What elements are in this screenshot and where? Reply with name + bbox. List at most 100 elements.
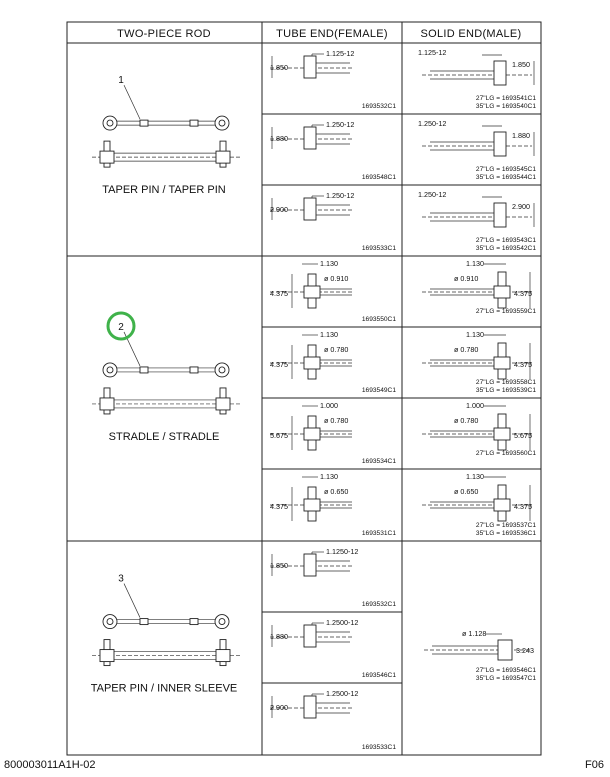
dimension-value: 1.880 [270,134,288,143]
rod-end-left [99,150,115,164]
tube-end-cell: 1.125-12 1.850 1693532C1 [270,49,396,110]
callout-leader [123,583,141,618]
tube-end-cells: 1.125-12 1.850 1693532C1 1.250-12 1.880 16935… [270,49,396,751]
rod-end-right [215,649,231,663]
part-number: 1693533C1 [362,245,396,252]
part-number-35: 35"LG = 1693544C1 [476,174,536,181]
group-caption: TAPER PIN / TAPER PIN [102,184,226,196]
dimension-value: 3.243 [516,646,534,655]
table-grid [66,21,542,756]
group-caption: STRADLE / STRADLE [109,431,220,443]
drawing-number: 800003011A1H-02 [4,759,96,771]
thread-size: 1.1250-12 [326,547,358,556]
part-number: 1693532C1 [362,103,396,110]
part-number-27: 27"LG = 1693545C1 [476,166,536,173]
page-code: F06 [585,759,604,771]
diameter-value: ø 0.780 [324,345,348,354]
part-number-35: 35"LG = 1693547C1 [476,675,536,682]
rod-eye-right-bore [218,366,226,374]
dimension-top: 1.130 [320,259,338,268]
dimension-value: 4.375 [514,289,532,298]
dimension-value: 1.850 [270,63,288,72]
straddle-eye [493,356,511,370]
thread-size: 1.125-12 [326,49,354,58]
part-number: 1693549C1 [362,387,396,394]
straddle-eye [303,427,321,441]
part-number-27: 27"LG = 1693546C1 [476,667,536,674]
dimension-top: 1.130 [320,330,338,339]
part-number-27: 27"LG = 1693541C1 [476,95,536,102]
inner-sleeve [497,639,513,661]
dimension-value: 4.375 [514,502,532,511]
dimension-value: 5.675 [514,431,532,440]
part-number: 1693533C1 [362,744,396,751]
callout-number: 3 [118,574,124,585]
diameter-value: ø 0.650 [454,487,478,496]
part-number-27: 27"LG = 1693559C1 [476,308,536,315]
diameter-value: ø 0.780 [454,345,478,354]
part-number: 1693548C1 [362,174,396,181]
rod-clamp [189,618,199,626]
group-caption: TAPER PIN / INNER SLEEVE [91,683,238,695]
callout-number: 1 [118,75,124,86]
dimension-value: 1.850 [512,60,530,69]
part-number-27: 27"LG = 1693537C1 [476,522,536,529]
diameter-value: ø 1.128 [462,629,486,638]
dimension-value: 1.880 [270,632,288,641]
tube-body [303,695,317,719]
solid-end-body [493,60,507,86]
straddle-eye [303,498,321,512]
dimension-value: 1.850 [270,561,288,570]
dimension-top: 1.130 [466,330,484,339]
header-solid-end: SOLID END(MALE) [420,28,521,40]
straddle-eye [303,356,321,370]
thread-size: 1.250-12 [418,119,446,128]
tube-body [303,126,317,150]
tube-end-cell: 1.2500-12 1.880 1693546C1 [270,618,396,679]
solid-end-body [493,131,507,157]
rod-eye-left-bore [106,366,114,374]
straddle-eye [493,427,511,441]
thread-size: 1.250-12 [326,120,354,129]
tube-end-cell: 1.250-12 1.880 1693548C1 [270,120,396,181]
tube-body [303,197,317,221]
dimension-top: 1.000 [466,401,484,410]
rod-clamp [139,366,149,374]
dimension-value: 4.375 [270,289,288,298]
thread-size: 1.2500-12 [326,618,358,627]
tube-end-cell: 1.1250-12 1.850 1693532C1 [270,547,396,608]
part-number: 1693532C1 [362,601,396,608]
thread-size: 1.250-12 [326,191,354,200]
rod-eye-right-bore [218,618,226,626]
part-number-35: 35"LG = 1693542C1 [476,245,536,252]
thread-size: 1.250-12 [418,190,446,199]
header-tube-end: TUBE END(FEMALE) [276,28,388,40]
rod-end-left [99,649,115,663]
part-number-35: 35"LG = 1693536C1 [476,530,536,537]
header-two-piece-rod: TWO-PIECE ROD [117,28,211,40]
rod-end-left [99,397,115,411]
part-number-27: 27"LG = 1693558C1 [476,379,536,386]
rod-clamp [139,618,149,626]
part-number: 1693550C1 [362,316,396,323]
part-number: 1693546C1 [362,672,396,679]
part-number: 1693531C1 [362,530,396,537]
part-number-27: 27"LG = 1693543C1 [476,237,536,244]
rod-clamp [189,366,199,374]
tube-body [303,553,317,577]
part-number-35: 35"LG = 1693539C1 [476,387,536,394]
